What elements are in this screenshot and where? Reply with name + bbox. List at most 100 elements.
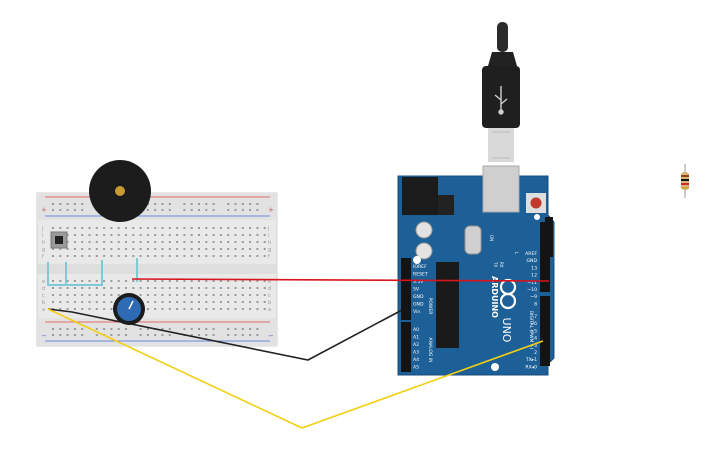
breadboard-hole[interactable] (103, 227, 106, 229)
breadboard-hole[interactable] (198, 280, 200, 282)
breadboard-hole[interactable] (81, 241, 84, 243)
breadboard-hole[interactable] (241, 280, 244, 282)
breadboard-hole[interactable] (132, 227, 135, 229)
breadboard-hole[interactable] (198, 227, 200, 229)
breadboard-hole[interactable] (125, 255, 127, 257)
breadboard-hole[interactable] (103, 234, 106, 236)
breadboard-hole[interactable] (117, 255, 120, 257)
breadboard-hole[interactable] (205, 287, 208, 289)
breadboard-hole[interactable] (117, 280, 120, 282)
breadboard-hole[interactable] (219, 280, 222, 282)
breadboard-hole[interactable] (263, 301, 266, 303)
breadboard-hole[interactable] (154, 334, 157, 336)
breadboard-hole[interactable] (183, 234, 186, 236)
breadboard-hole[interactable] (212, 248, 215, 250)
breadboard-hole[interactable] (227, 280, 230, 282)
breadboard-hole[interactable] (212, 227, 215, 229)
breadboard-hole[interactable] (176, 287, 179, 289)
breadboard-hole[interactable] (139, 280, 142, 282)
breadboard-hole[interactable] (198, 234, 200, 236)
breadboard-hole[interactable] (110, 328, 113, 330)
breadboard-hole[interactable] (66, 248, 69, 250)
breadboard-hole[interactable] (249, 328, 252, 330)
breadboard-hole[interactable] (256, 308, 259, 310)
breadboard-hole[interactable] (59, 248, 62, 250)
breadboard-hole[interactable] (190, 287, 193, 289)
breadboard-hole[interactable] (117, 287, 120, 289)
breadboard-hole[interactable] (73, 280, 76, 282)
breadboard-hole[interactable] (161, 248, 164, 250)
breadboard-hole[interactable] (52, 287, 54, 289)
breadboard-hole[interactable] (125, 287, 127, 289)
breadboard-hole[interactable] (59, 328, 62, 330)
breadboard-hole[interactable] (176, 294, 179, 296)
breadboard-hole[interactable] (81, 308, 84, 310)
breadboard-hole[interactable] (227, 294, 230, 296)
breadboard-hole[interactable] (139, 328, 142, 330)
breadboard-hole[interactable] (110, 301, 113, 303)
breadboard-hole[interactable] (95, 248, 98, 250)
breadboard-hole[interactable] (263, 234, 266, 236)
breadboard-hole[interactable] (168, 241, 171, 243)
breadboard-hole[interactable] (241, 334, 244, 336)
breadboard-hole[interactable] (146, 234, 149, 236)
breadboard-hole[interactable] (212, 234, 215, 236)
breadboard-hole[interactable] (88, 248, 91, 250)
breadboard-hole[interactable] (205, 280, 208, 282)
breadboard-hole[interactable] (190, 234, 193, 236)
breadboard-hole[interactable] (234, 308, 237, 310)
breadboard-hole[interactable] (241, 209, 244, 211)
breadboard-hole[interactable] (154, 301, 157, 303)
usb-cable[interactable] (482, 22, 520, 162)
breadboard-hole[interactable] (176, 255, 179, 257)
breadboard-hole[interactable] (183, 255, 186, 257)
breadboard-hole[interactable] (73, 287, 76, 289)
breadboard-hole[interactable] (95, 301, 98, 303)
breadboard-hole[interactable] (88, 294, 91, 296)
breadboard-hole[interactable] (81, 294, 84, 296)
breadboard-hole[interactable] (256, 328, 259, 330)
breadboard-hole[interactable] (212, 255, 215, 257)
breadboard-hole[interactable] (132, 287, 135, 289)
breadboard-hole[interactable] (256, 301, 259, 303)
breadboard-hole[interactable] (219, 241, 222, 243)
breadboard-hole[interactable] (95, 308, 98, 310)
breadboard-hole[interactable] (81, 209, 84, 211)
breadboard-hole[interactable] (161, 227, 164, 229)
breadboard-hole[interactable] (117, 328, 120, 330)
breadboard-hole[interactable] (190, 255, 193, 257)
breadboard-hole[interactable] (125, 334, 127, 336)
breadboard-hole[interactable] (190, 280, 193, 282)
breadboard-hole[interactable] (103, 301, 106, 303)
breadboard-hole[interactable] (183, 280, 186, 282)
breadboard-hole[interactable] (103, 287, 106, 289)
breadboard-hole[interactable] (161, 294, 164, 296)
breadboard-hole[interactable] (263, 287, 266, 289)
breadboard-hole[interactable] (154, 209, 157, 211)
breadboard-hole[interactable] (190, 328, 193, 330)
breadboard-hole[interactable] (154, 280, 157, 282)
breadboard-hole[interactable] (52, 301, 54, 303)
breadboard-hole[interactable] (168, 301, 171, 303)
breadboard-hole[interactable] (176, 248, 179, 250)
breadboard-hole[interactable] (117, 334, 120, 336)
breadboard-hole[interactable] (154, 248, 157, 250)
breadboard-hole[interactable] (227, 334, 230, 336)
breadboard-hole[interactable] (205, 294, 208, 296)
breadboard-hole[interactable] (205, 308, 208, 310)
breadboard-hole[interactable] (52, 248, 54, 250)
breadboard-hole[interactable] (59, 294, 62, 296)
breadboard-hole[interactable] (241, 234, 244, 236)
breadboard-hole[interactable] (161, 280, 164, 282)
breadboard-hole[interactable] (154, 255, 157, 257)
breadboard-hole[interactable] (52, 227, 54, 229)
breadboard-hole[interactable] (110, 308, 113, 310)
breadboard-hole[interactable] (161, 328, 164, 330)
breadboard-hole[interactable] (256, 294, 259, 296)
breadboard-hole[interactable] (168, 334, 171, 336)
breadboard-hole[interactable] (212, 308, 215, 310)
breadboard-hole[interactable] (66, 280, 69, 282)
breadboard-hole[interactable] (249, 334, 252, 336)
breadboard-hole[interactable] (263, 241, 266, 243)
breadboard-hole[interactable] (146, 334, 149, 336)
